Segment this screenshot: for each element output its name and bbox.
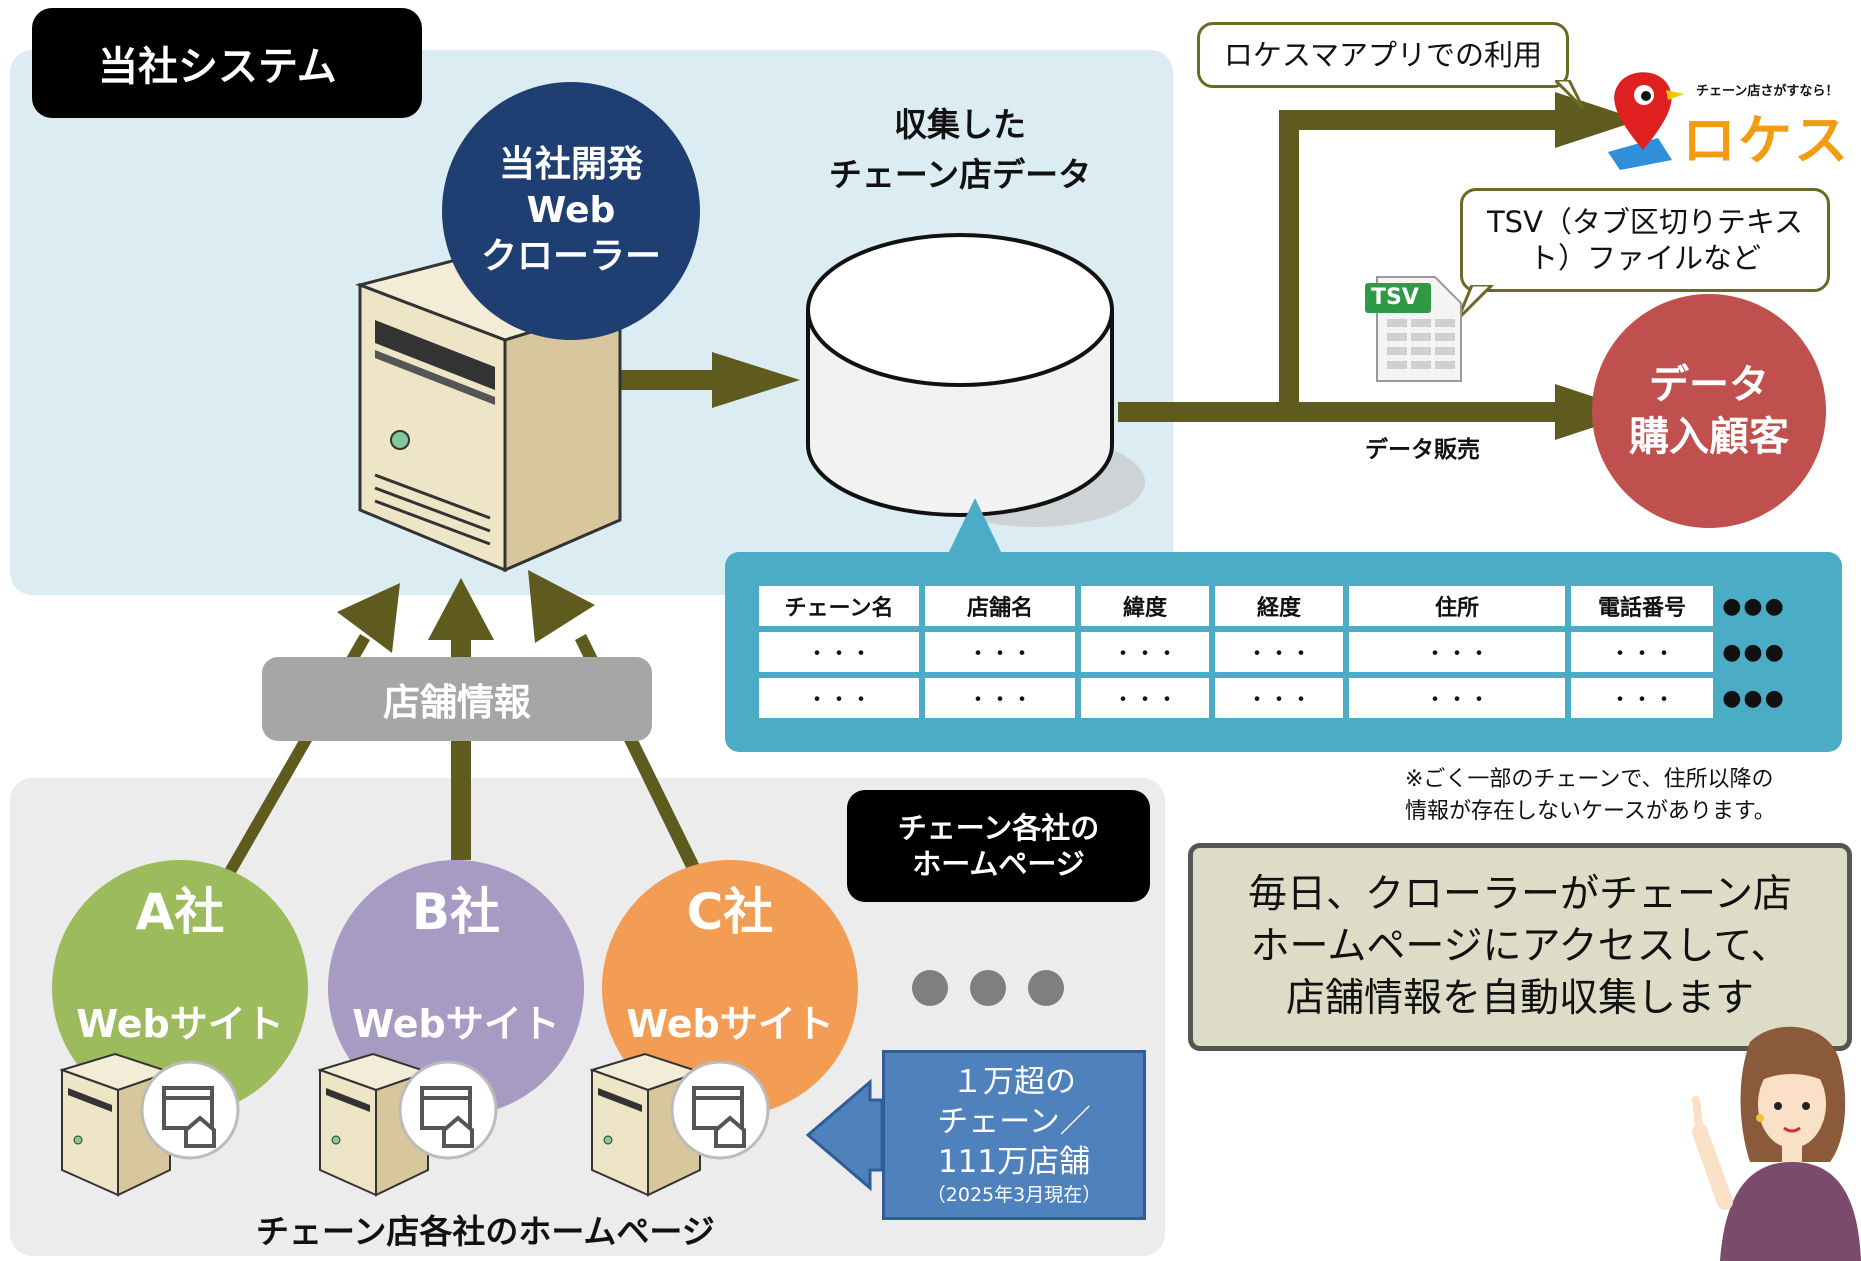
company-b-server-icon bbox=[318, 1052, 498, 1197]
logo-tagline: チェーン店さがすなら！ bbox=[1696, 84, 1839, 99]
company-a-server-icon bbox=[60, 1052, 240, 1197]
table-cell: ・・・ bbox=[759, 632, 919, 672]
table-header: チェーン名 bbox=[759, 586, 919, 626]
arrow-vertical-branch bbox=[1279, 110, 1299, 412]
company-site-label: Webサイト bbox=[352, 1002, 560, 1046]
table-cell: ・・・ bbox=[1081, 632, 1209, 672]
store-info-label: 店舗情報 bbox=[262, 657, 652, 741]
table-cell: ・・・ bbox=[1571, 678, 1713, 718]
more-columns: ●●● bbox=[1722, 593, 1786, 619]
tsv-file-callout: TSV（タブ区切りテキス ト）ファイルなど bbox=[1460, 188, 1830, 292]
company-c-server-icon bbox=[590, 1052, 770, 1197]
table-header: 緯度 bbox=[1081, 586, 1209, 626]
data-table: チェーン名 店舗名 緯度 経度 住所 電話番号 ●●● ・・・ ・・・ ・・・ … bbox=[753, 580, 1795, 724]
table-header: 電話番号 bbox=[1571, 586, 1713, 626]
arrow-to-app-head bbox=[1555, 92, 1640, 148]
table-header: 経度 bbox=[1215, 586, 1343, 626]
table-header: 店舗名 bbox=[925, 586, 1075, 626]
guide-woman-icon bbox=[1692, 1026, 1861, 1261]
system-title: 当社システム bbox=[32, 8, 422, 118]
arrow-to-app bbox=[1279, 110, 1559, 130]
tsv-file-icon: TSV bbox=[1365, 275, 1465, 385]
callout-tail-icon bbox=[1555, 80, 1585, 110]
count-line: 111万店舗 bbox=[937, 1144, 1091, 1180]
table-row: ・・・ ・・・ ・・・ ・・・ ・・・ ・・・ ●●● bbox=[759, 632, 1789, 672]
arrow-b-head bbox=[428, 578, 494, 640]
table-cell: ・・・ bbox=[925, 678, 1075, 718]
table-cell: ・・・ bbox=[1571, 632, 1713, 672]
table-cell: ・・・ bbox=[1215, 632, 1343, 672]
count-date: （2025年3月現在） bbox=[926, 1184, 1102, 1206]
arrow-c-head bbox=[528, 570, 595, 643]
tsv-icon-label: TSV bbox=[1371, 285, 1419, 310]
data-buyer-circle: データ 購入顧客 bbox=[1592, 294, 1826, 528]
company-name: B社 bbox=[411, 883, 501, 941]
more-companies-dots-icon bbox=[912, 970, 1064, 1006]
arrow-a-head bbox=[337, 583, 400, 653]
homepages-footer: チェーン店各社のホームページ bbox=[256, 1212, 715, 1251]
database-icon bbox=[806, 233, 1145, 527]
company-name: A社 bbox=[135, 883, 225, 941]
arrow-server-to-db-head bbox=[712, 352, 800, 408]
company-site-label: Webサイト bbox=[76, 1002, 284, 1046]
location-pin-bird-icon bbox=[1608, 72, 1684, 170]
app-usage-callout: ロケスマアプリでの利用 bbox=[1197, 22, 1569, 88]
company-name: C社 bbox=[686, 883, 774, 941]
more-columns: ●●● bbox=[1722, 639, 1786, 665]
table-cell: ・・・ bbox=[1215, 678, 1343, 718]
collected-data-label: 収集した チェーン店データ bbox=[828, 105, 1092, 194]
table-note: ※ごく一部のチェーンで、住所以降の 情報が存在しないケースがあります。 bbox=[1405, 767, 1776, 824]
table-cell: ・・・ bbox=[925, 632, 1075, 672]
arrow-db-to-buyer bbox=[1118, 402, 1558, 422]
more-columns: ●●● bbox=[1722, 685, 1786, 711]
table-pointer-icon bbox=[947, 498, 1003, 556]
table-cell: ・・・ bbox=[1349, 632, 1565, 672]
table-cell: ・・・ bbox=[1081, 678, 1209, 718]
homepages-label: チェーン各社の ホームページ bbox=[847, 790, 1150, 902]
data-sale-label: データ販売 bbox=[1365, 437, 1480, 463]
table-header-row: チェーン名 店舗名 緯度 経度 住所 電話番号 ●●● bbox=[759, 586, 1789, 626]
arrow-count bbox=[805, 1078, 884, 1192]
company-site-label: Webサイト bbox=[626, 1002, 834, 1046]
chain-count-box: １万超の チェーン／ 111万店舗 （2025年3月現在） bbox=[882, 1050, 1146, 1220]
crawler-circle: 当社開発 Web クローラー bbox=[442, 82, 700, 340]
table-cell: ・・・ bbox=[1349, 678, 1565, 718]
table-cell: ・・・ bbox=[759, 678, 919, 718]
count-line: １万超の bbox=[952, 1064, 1076, 1100]
table-header: 住所 bbox=[1349, 586, 1565, 626]
count-line: チェーン／ bbox=[937, 1104, 1091, 1140]
callout-tail-icon bbox=[1458, 285, 1495, 321]
table-row: ・・・ ・・・ ・・・ ・・・ ・・・ ・・・ ●●● bbox=[759, 678, 1789, 718]
explanation-message: 毎日、クローラーがチェーン店 ホームページにアクセスして、 店舗情報を自動収集し… bbox=[1188, 843, 1852, 1051]
arrow-server-to-db bbox=[615, 370, 715, 390]
